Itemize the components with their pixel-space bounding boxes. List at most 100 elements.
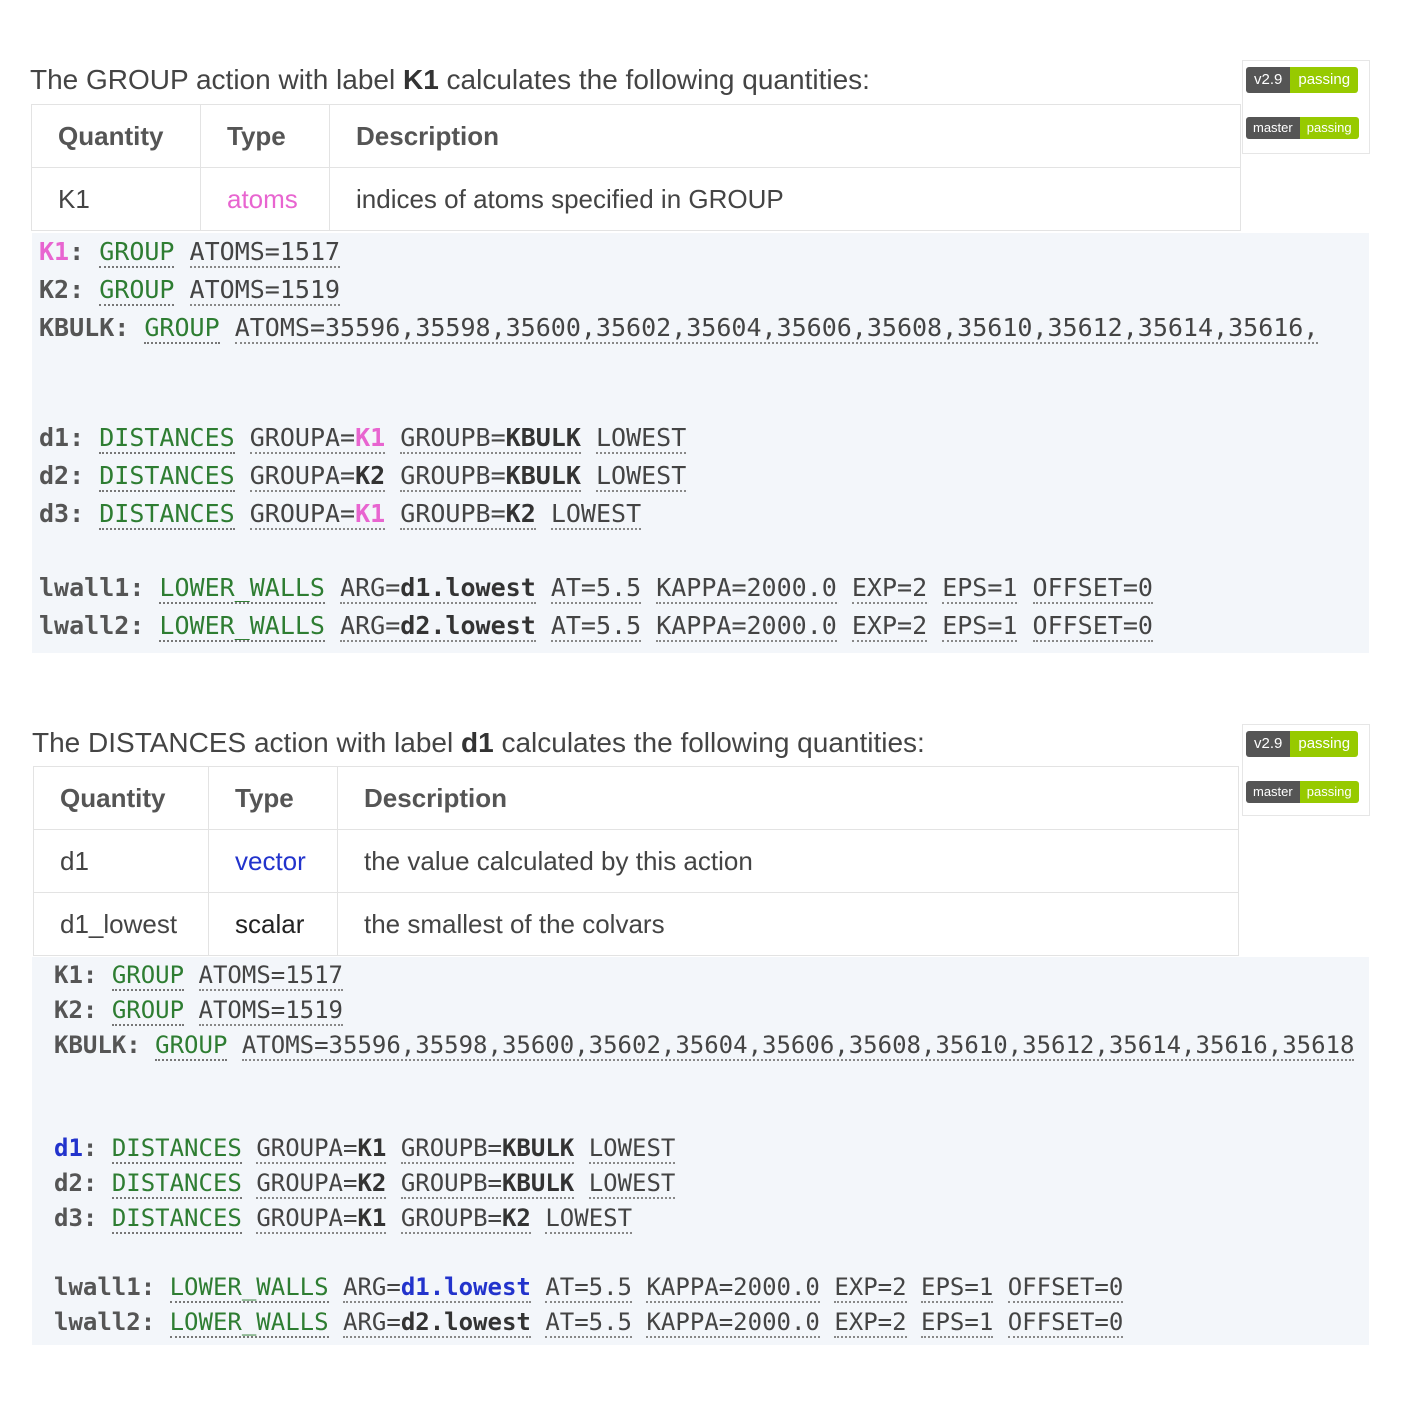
keyword-kappa[interactable]: KAPPA=2000.0 xyxy=(656,573,837,604)
code-line: K1: GROUP ATOMS=1517 xyxy=(54,961,344,991)
keyword-groupa[interactable]: GROUPA=K1 xyxy=(249,423,386,454)
keyword-kappa[interactable]: KAPPA=2000.0 xyxy=(646,1308,820,1338)
heading-label: d1 xyxy=(460,727,494,758)
label-d2[interactable]: d2 xyxy=(39,461,70,490)
keyword-lowest[interactable]: LOWEST xyxy=(588,1169,676,1199)
keyword-groupa[interactable]: GROUPA=K2 xyxy=(256,1169,387,1199)
keyword-offset[interactable]: OFFSET=0 xyxy=(1032,573,1153,604)
keyword-atoms[interactable]: ATOMS=35596,35598,35600,35602,35604,3560… xyxy=(234,313,1319,344)
action-link[interactable]: DISTANCES xyxy=(99,461,235,492)
keyword-lowest[interactable]: LOWEST xyxy=(595,461,687,492)
action-link[interactable]: GROUP xyxy=(144,313,220,344)
action-link[interactable]: DISTANCES xyxy=(99,423,235,454)
keyword-exp[interactable]: EXP=2 xyxy=(834,1308,907,1338)
heading-suffix: calculates the following quantities: xyxy=(438,64,870,95)
keyword-at[interactable]: AT=5.5 xyxy=(550,611,642,642)
label-d3[interactable]: d3 xyxy=(54,1204,83,1232)
code-block-2: K1: GROUP ATOMS=1517 K2: GROUP ATOMS=151… xyxy=(32,957,1369,1345)
action-link[interactable]: LOWER_WALLS xyxy=(159,573,325,604)
keyword-groupa[interactable]: GROUPA=K1 xyxy=(256,1134,387,1164)
keyword-arg[interactable]: ARG=d2.lowest xyxy=(343,1308,531,1338)
label-k2[interactable]: K2 xyxy=(39,275,70,304)
action-link[interactable]: LOWER_WALLS xyxy=(169,1273,329,1303)
keyword-exp[interactable]: EXP=2 xyxy=(851,573,928,604)
label-d2[interactable]: d2 xyxy=(54,1169,83,1197)
keyword-groupa[interactable]: GROUPA=K2 xyxy=(249,461,386,492)
keyword-groupb[interactable]: GROUPB=KBULK xyxy=(400,1134,575,1164)
label-k1[interactable]: K1 xyxy=(39,237,70,266)
keyword-groupa[interactable]: GROUPA=K1 xyxy=(256,1204,387,1234)
keyword-arg[interactable]: ARG=d1.lowest xyxy=(340,573,536,604)
label-k2[interactable]: K2 xyxy=(54,996,83,1024)
badge-status: passing xyxy=(1290,731,1359,757)
action-link[interactable]: DISTANCES xyxy=(111,1204,242,1234)
badge-version: master xyxy=(1246,781,1300,803)
keyword-atoms[interactable]: ATOMS=1519 xyxy=(198,996,344,1026)
action-link[interactable]: DISTANCES xyxy=(111,1169,242,1199)
keyword-eps[interactable]: EPS=1 xyxy=(942,611,1018,642)
col-type: Type xyxy=(208,766,338,830)
keyword-arg[interactable]: ARG=d2.lowest xyxy=(340,611,536,642)
keyword-groupa[interactable]: GROUPA=K1 xyxy=(249,499,386,530)
action-link[interactable]: LOWER_WALLS xyxy=(159,611,325,642)
keyword-offset[interactable]: OFFSET=0 xyxy=(1007,1273,1124,1303)
action-link[interactable]: GROUP xyxy=(99,275,175,306)
keyword-exp[interactable]: EXP=2 xyxy=(834,1273,907,1303)
keyword-atoms[interactable]: ATOMS=35596,35598,35600,35602,35604,3560… xyxy=(241,1031,1355,1061)
label-lwall1[interactable]: lwall1 xyxy=(39,573,130,602)
label-lwall1[interactable]: lwall1 xyxy=(54,1273,141,1301)
keyword-lowest[interactable]: LOWEST xyxy=(550,499,642,530)
keyword-lowest[interactable]: LOWEST xyxy=(545,1204,633,1234)
action-link[interactable]: DISTANCES xyxy=(111,1134,242,1164)
label-d1[interactable]: d1 xyxy=(39,423,70,452)
keyword-lowest[interactable]: LOWEST xyxy=(588,1134,676,1164)
keyword-atoms[interactable]: ATOMS=1517 xyxy=(198,961,344,991)
code-line: lwall2: LOWER_WALLS ARG=d2.lowest AT=5.5… xyxy=(39,611,1153,642)
action-link[interactable]: GROUP xyxy=(99,237,175,268)
heading-prefix: The GROUP action with label xyxy=(30,64,403,95)
keyword-offset[interactable]: OFFSET=0 xyxy=(1007,1308,1124,1338)
keyword-eps[interactable]: EPS=1 xyxy=(921,1273,994,1303)
action-link[interactable]: LOWER_WALLS xyxy=(169,1308,329,1338)
keyword-groupb[interactable]: GROUPB=KBULK xyxy=(400,1169,575,1199)
keyword-offset[interactable]: OFFSET=0 xyxy=(1032,611,1153,642)
action-link[interactable]: GROUP xyxy=(111,961,185,991)
keyword-groupb[interactable]: GROUPB=K2 xyxy=(400,1204,531,1234)
keyword-at[interactable]: AT=5.5 xyxy=(545,1308,633,1338)
keyword-atoms[interactable]: ATOMS=1517 xyxy=(189,237,341,268)
label-lwall2[interactable]: lwall2 xyxy=(54,1308,141,1336)
keyword-eps[interactable]: EPS=1 xyxy=(942,573,1018,604)
keyword-groupb[interactable]: GROUPB=KBULK xyxy=(400,461,581,492)
keyword-atoms[interactable]: ATOMS=1519 xyxy=(189,275,341,306)
keyword-kappa[interactable]: KAPPA=2000.0 xyxy=(646,1273,820,1303)
keyword-at[interactable]: AT=5.5 xyxy=(545,1273,633,1303)
action-link[interactable]: GROUP xyxy=(155,1031,228,1061)
code-line: d3: DISTANCES GROUPA=K1 GROUPB=K2 LOWEST xyxy=(39,499,642,530)
keyword-groupb[interactable]: GROUPB=K2 xyxy=(400,499,536,530)
code-block-1: K1: GROUP ATOMS=1517 K2: GROUP ATOMS=151… xyxy=(32,233,1369,653)
keyword-at[interactable]: AT=5.5 xyxy=(550,573,642,604)
code-line: K1: GROUP ATOMS=1517 xyxy=(39,237,341,268)
action-link[interactable]: GROUP xyxy=(111,996,185,1026)
keyword-lowest[interactable]: LOWEST xyxy=(595,423,687,454)
label-d3[interactable]: d3 xyxy=(39,499,70,528)
keyword-exp[interactable]: EXP=2 xyxy=(851,611,928,642)
section1-heading: The GROUP action with label K1 calculate… xyxy=(30,64,870,96)
label-k1[interactable]: K1 xyxy=(54,961,83,989)
label-kbulk[interactable]: KBULK xyxy=(39,313,115,342)
label-kbulk[interactable]: KBULK xyxy=(54,1031,127,1059)
label-d1[interactable]: d1 xyxy=(54,1134,83,1162)
label-lwall2[interactable]: lwall2 xyxy=(39,611,130,640)
keyword-kappa[interactable]: KAPPA=2000.0 xyxy=(656,611,837,642)
keyword-eps[interactable]: EPS=1 xyxy=(921,1308,994,1338)
action-link[interactable]: DISTANCES xyxy=(99,499,235,530)
code-line: KBULK: GROUP ATOMS=35596,35598,35600,356… xyxy=(39,313,1319,344)
code-line: d2: DISTANCES GROUPA=K2 GROUPB=KBULK LOW… xyxy=(39,461,687,492)
keyword-groupb[interactable]: GROUPB=KBULK xyxy=(400,423,581,454)
keyword-arg[interactable]: ARG=d1.lowest xyxy=(343,1273,531,1303)
quantities-table: Quantity Type Description K1 atoms indic… xyxy=(31,104,1241,231)
